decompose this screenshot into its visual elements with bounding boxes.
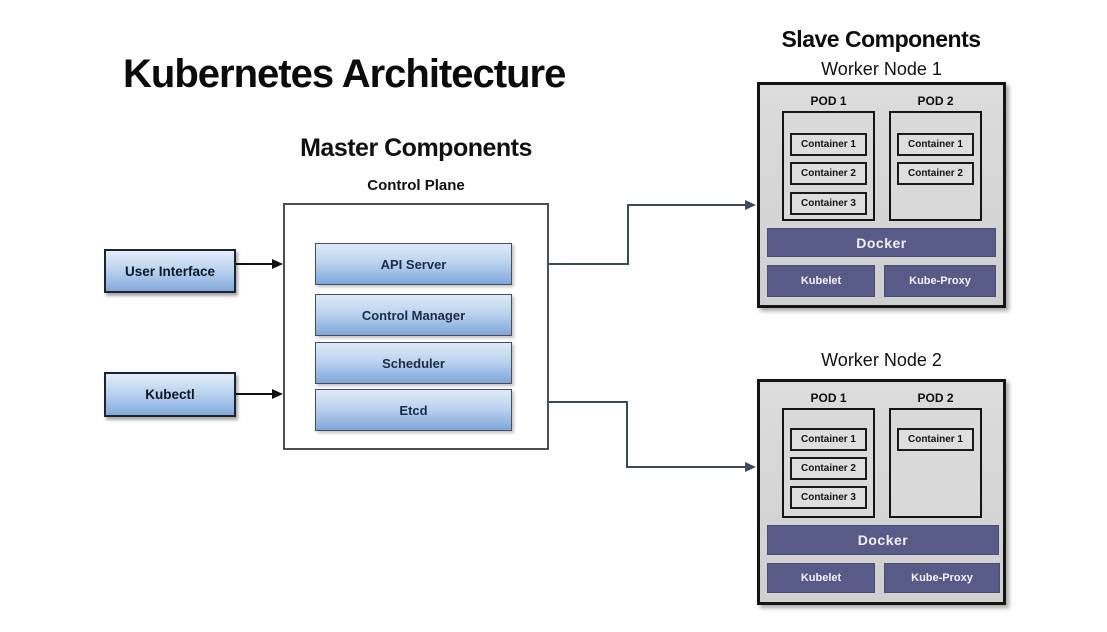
worker-node-1: POD 1 POD 2 Container 1 Container 2 Cont… xyxy=(757,82,1006,308)
control-manager-box: Control Manager xyxy=(315,294,512,336)
node1-kubelet-bar: Kubelet xyxy=(767,265,875,297)
arrow-kubectl-to-control-plane xyxy=(236,389,283,399)
control-manager-label: Control Manager xyxy=(361,307,466,323)
user-interface-label: User Interface xyxy=(124,263,216,279)
node1-pod2-label: POD 2 xyxy=(917,94,954,108)
scheduler-box: Scheduler xyxy=(315,342,512,384)
node1-kube-proxy-bar: Kube-Proxy xyxy=(884,265,996,297)
node1-pod1-container-2: Container 2 xyxy=(790,162,867,185)
node2-pod1-container-2: Container 2 xyxy=(790,457,867,480)
control-plane-heading: Control Plane xyxy=(367,177,465,194)
kubectl-label: Kubectl xyxy=(145,387,195,402)
node1-pod1-label: POD 1 xyxy=(810,94,847,108)
node2-pod2-label: POD 2 xyxy=(917,391,954,405)
etcd-box: Etcd xyxy=(315,389,512,431)
node2-pod1: Container 1 Container 2 Container 3 xyxy=(782,408,875,518)
node1-pod1: Container 1 Container 2 Container 3 xyxy=(782,111,875,221)
scheduler-label: Scheduler xyxy=(382,355,445,371)
node1-pod2: Container 1 Container 2 xyxy=(889,111,982,221)
worker-node-1-title: Worker Node 1 xyxy=(821,59,942,79)
kubectl-box: Kubectl xyxy=(104,372,236,417)
api-server-label: API Server xyxy=(380,256,447,272)
node1-pod2-container-1: Container 1 xyxy=(897,133,974,156)
node1-docker-bar: Docker xyxy=(767,228,996,257)
arrow-user-interface-to-control-plane xyxy=(236,259,283,269)
connector-control-plane-to-worker-node-1 xyxy=(549,200,756,265)
node2-docker-bar: Docker xyxy=(767,525,999,555)
worker-node-2-title: Worker Node 2 xyxy=(821,350,942,370)
master-components-heading: Master Components xyxy=(300,134,532,162)
etcd-label: Etcd xyxy=(399,402,428,418)
node2-kube-proxy-bar: Kube-Proxy xyxy=(884,563,1000,593)
worker-node-2: POD 1 POD 2 Container 1 Container 2 Cont… xyxy=(757,379,1006,605)
node2-kubelet-bar: Kubelet xyxy=(767,563,875,593)
node2-pod2-container-1: Container 1 xyxy=(897,428,974,451)
node1-pod2-container-2: Container 2 xyxy=(897,162,974,185)
node2-pod1-container-1: Container 1 xyxy=(790,428,867,451)
api-server-box: API Server xyxy=(315,243,512,285)
node1-pod1-container-3: Container 3 xyxy=(790,192,867,215)
node2-pod1-label: POD 1 xyxy=(810,391,847,405)
node2-pod1-container-3: Container 3 xyxy=(790,486,867,509)
user-interface-box: User Interface xyxy=(104,249,236,293)
node1-pod1-container-1: Container 1 xyxy=(790,133,867,156)
page-title: Kubernetes Architecture xyxy=(123,52,566,96)
control-plane-box: API Server Control Manager Scheduler Etc… xyxy=(283,203,549,450)
slave-components-heading: Slave Components xyxy=(781,26,981,52)
node2-pod2: Container 1 xyxy=(889,408,982,518)
connector-control-plane-to-worker-node-2 xyxy=(549,401,756,472)
